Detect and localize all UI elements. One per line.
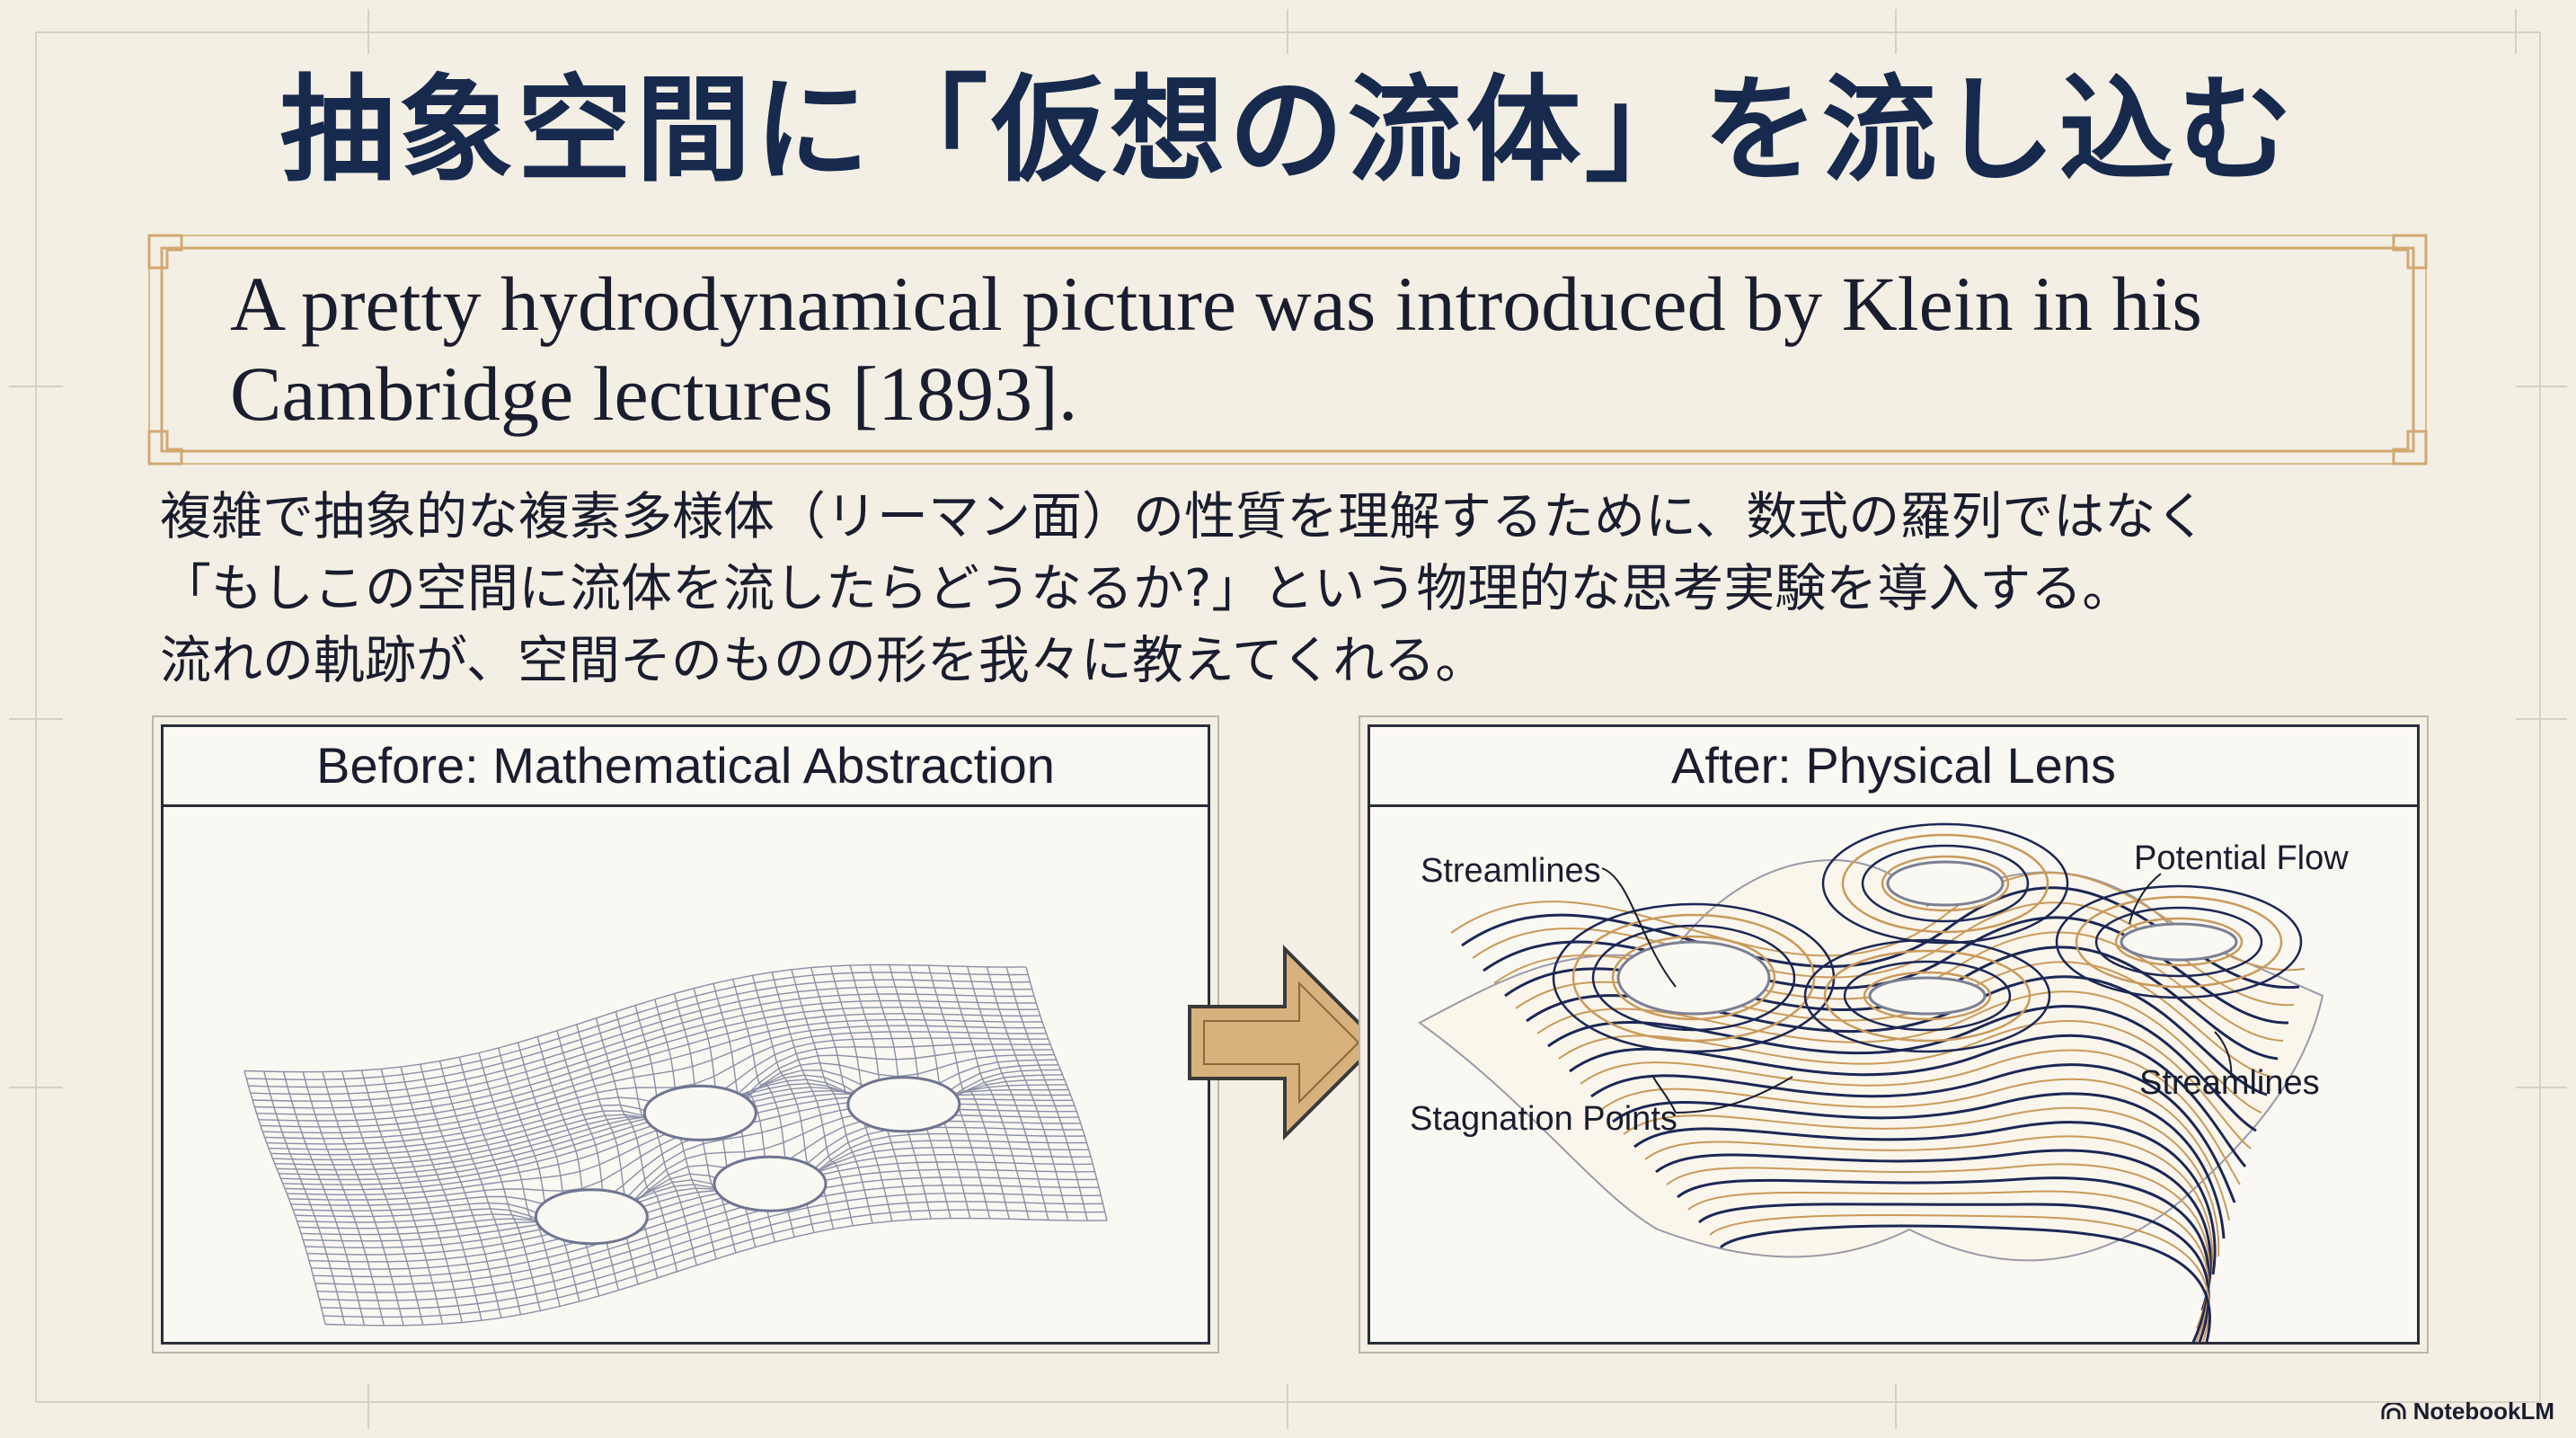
after-panel-body: Streamlines Potential Flow Streamlines S…	[1370, 807, 2417, 1342]
streamlines-bottom-label: Streamlines	[2139, 1064, 2320, 1102]
potential-flow-label: Potential Flow	[2134, 839, 2349, 877]
streamline-surface	[1418, 822, 2324, 1342]
right-arrow-icon	[1188, 945, 1381, 1141]
description-line: 流れの軌跡が、空間そのものの形を我々に教えてくれる。	[160, 631, 1487, 690]
after-panel: After: Physical Lens Streamlines Potenti…	[1368, 724, 2420, 1345]
streamlines-top-label: Streamlines	[1421, 852, 1601, 890]
before-panel-header: Before: Mathematical Abstraction	[164, 727, 1208, 807]
quote-box: A pretty hydrodynamical picture was intr…	[146, 232, 2430, 467]
stagnation-points-label: Stagnation Points	[1410, 1100, 1677, 1138]
brand-badge: NotebookLM	[2381, 1398, 2554, 1425]
after-panel-header: After: Physical Lens	[1370, 727, 2417, 807]
quote-frame	[147, 234, 2428, 466]
page-title: 抽象空間に「仮想の流体」を流し込む	[279, 63, 2297, 198]
notebooklm-logo-icon	[2381, 1402, 2406, 1419]
description-line: 「もしこの空間に流体を流したらどうなるか?」という物理的な思考実験を導入する。	[160, 559, 2134, 618]
before-panel: Before: Mathematical Abstraction	[161, 724, 1210, 1345]
before-panel-body	[164, 807, 1208, 1342]
riemann-surface-mesh	[243, 963, 1108, 1327]
description-line: 複雑で抽象的な複素多様体（リーマン面）の性質を理解するために、数式の羅列ではなく	[160, 487, 2208, 546]
description-paragraph: 複雑で抽象的な複素多様体（リーマン面）の性質を理解するために、数式の羅列ではなく…	[160, 481, 2460, 697]
brand-name: NotebookLM	[2412, 1398, 2554, 1425]
klein-quote: A pretty hydrodynamical picture was intr…	[230, 261, 2202, 437]
